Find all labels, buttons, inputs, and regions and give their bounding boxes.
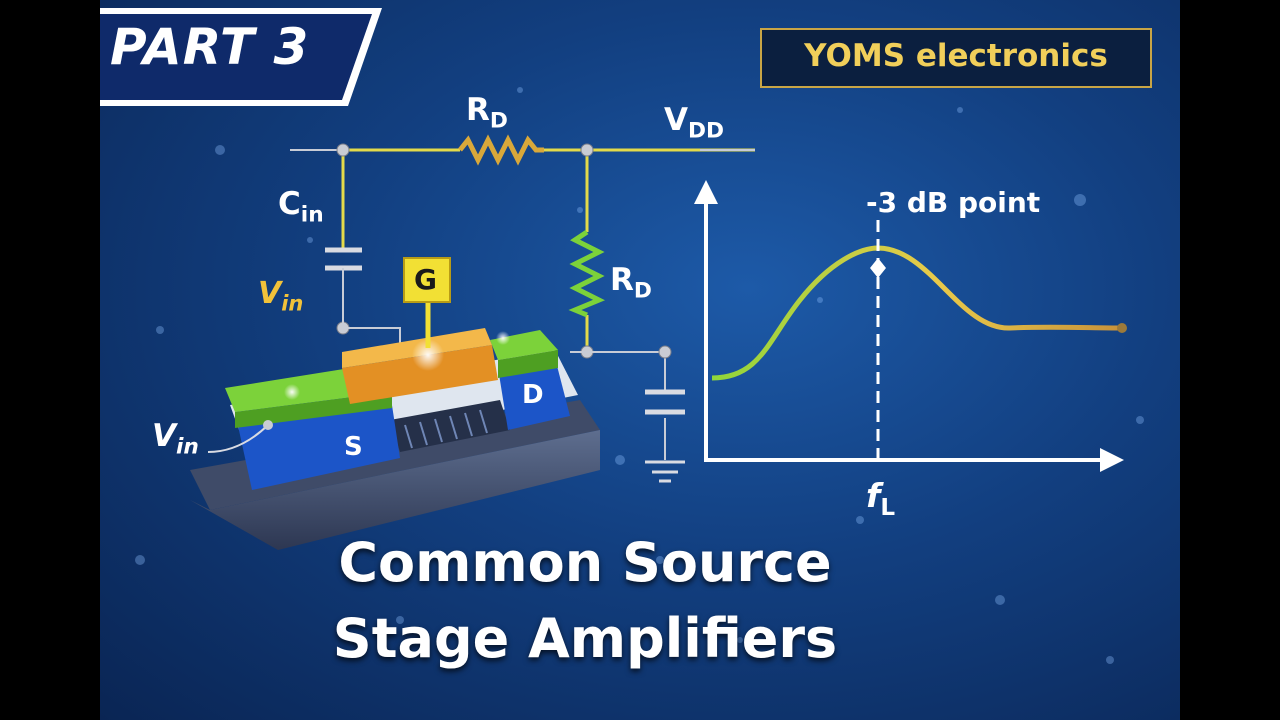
frequency-response-curve (711, 245, 1123, 381)
label-resistor-right: RD (610, 262, 652, 304)
output-capacitor (645, 389, 685, 415)
ground-icon (645, 460, 685, 483)
gate-label-box (403, 257, 451, 303)
label-source: S (344, 432, 363, 462)
mosfet-device (190, 300, 600, 550)
label-cutoff-frequency: fL (866, 476, 896, 522)
background-bokeh (135, 87, 1144, 664)
thumbnail-canvas: PART 3 YOMS electronics RD VDD RD Cin Vi… (100, 0, 1180, 720)
gate-terminal (342, 345, 498, 404)
circuit-wires (341, 148, 755, 352)
label-vin-gate: Vin (258, 276, 304, 316)
brand-name: YOMS electronics (804, 38, 1108, 74)
title-line-1: Common Source (338, 531, 832, 594)
drain-terminal (498, 358, 570, 430)
label-3db-point: -3 dB point (866, 186, 1041, 219)
label-capacitor-cin: Cin (278, 186, 324, 228)
label-supply-vdd: VDD (664, 102, 725, 144)
part-badge-shape (100, 8, 382, 106)
label-drain: D (522, 380, 544, 410)
resistor-right (568, 229, 606, 318)
part-label: PART 3 (110, 18, 310, 76)
title-line-2: Stage Amplifiers (332, 607, 838, 670)
label-vin-source: Vin (152, 418, 199, 460)
brand-box: YOMS electronics (760, 28, 1152, 88)
label-gate: G (414, 263, 437, 296)
illustration (135, 87, 1144, 664)
capacitor-cin (325, 247, 362, 271)
label-resistor-top: RD (466, 92, 508, 134)
frequency-graph-axes (694, 180, 1124, 472)
resistor-top (458, 134, 544, 166)
